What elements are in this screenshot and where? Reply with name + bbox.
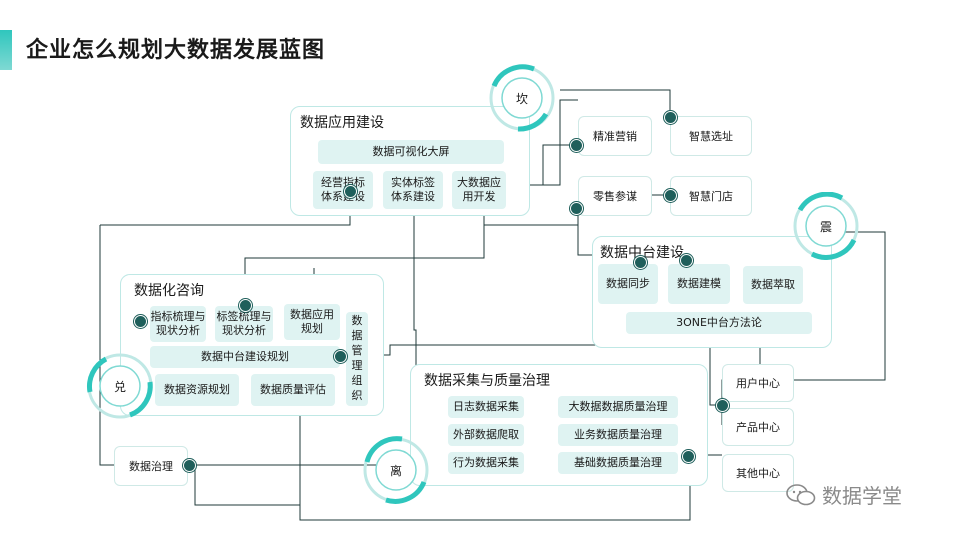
behavior-collect-box[interactable]: 行为数据采集 bbox=[448, 452, 524, 474]
app-plan-box[interactable]: 数据应用 规划 bbox=[284, 304, 340, 340]
data-sync-box[interactable]: 数据同步 bbox=[598, 264, 658, 304]
other-center-box[interactable]: 其他中心 bbox=[722, 454, 794, 492]
wire-top-right bbox=[520, 99, 578, 186]
product-center-box[interactable]: 产品中心 bbox=[722, 408, 794, 446]
app-panel-title: 数据应用建设 bbox=[300, 115, 384, 131]
method-box[interactable]: 3ONE中台方法论 bbox=[626, 312, 812, 334]
bigdata-app-box[interactable]: 大数据应 用开发 bbox=[452, 171, 506, 209]
connector-dot bbox=[183, 459, 196, 472]
site-selection-box[interactable]: 智慧选址 bbox=[670, 116, 752, 156]
retail-advisor-box[interactable]: 零售参谋 bbox=[578, 176, 652, 216]
ring-dui: 兑 bbox=[86, 352, 154, 420]
connector-dot bbox=[716, 399, 729, 412]
connector-dot bbox=[570, 139, 583, 152]
resource-plan-box[interactable]: 数据资源规划 bbox=[155, 374, 239, 406]
ring-li-graphic bbox=[363, 436, 429, 504]
wire-marketing bbox=[528, 144, 578, 186]
ring-zhen-graphic bbox=[793, 191, 859, 260]
ring-zhen: 震 bbox=[792, 191, 860, 260]
data-governance-box[interactable]: 数据治理 bbox=[114, 446, 188, 486]
connector-dot bbox=[570, 202, 583, 215]
data-org-char: 管 bbox=[351, 344, 363, 358]
log-collect-box[interactable]: 日志数据采集 bbox=[448, 396, 524, 418]
connector-dot bbox=[334, 350, 347, 363]
connector-dot bbox=[682, 450, 695, 463]
external-crawl-box[interactable]: 外部数据爬取 bbox=[448, 424, 524, 446]
user-center-box[interactable]: 用户中心 bbox=[722, 364, 794, 402]
data-org-box[interactable]: 数 据 管 理 组 织 bbox=[346, 312, 368, 406]
connector-dot bbox=[239, 299, 252, 312]
quality-assess-box[interactable]: 数据质量评估 bbox=[251, 374, 335, 406]
ring-kan-graphic bbox=[489, 64, 555, 132]
data-org-char: 织 bbox=[351, 388, 363, 402]
data-org-char: 据 bbox=[351, 329, 363, 343]
connector-dot bbox=[680, 254, 693, 267]
ring-li-label: 离 bbox=[389, 463, 402, 478]
indicator-analysis-box[interactable]: 指标梳理与 现状分析 bbox=[150, 306, 206, 342]
title-accent-bar bbox=[0, 30, 12, 70]
tag-analysis-box[interactable]: 标签梳理与 现状分析 bbox=[215, 306, 273, 342]
wire-governance bbox=[194, 420, 301, 506]
ring-kan-label: 坎 bbox=[515, 91, 528, 106]
ring-dui-graphic bbox=[87, 353, 153, 419]
connector-dot bbox=[634, 256, 647, 269]
data-model-box[interactable]: 数据建模 bbox=[668, 264, 730, 304]
business-quality-box[interactable]: 业务数据质量治理 bbox=[558, 424, 678, 446]
tag-system-box[interactable]: 实体标签 体系建设 bbox=[383, 171, 443, 209]
smart-store-box[interactable]: 智慧门店 bbox=[670, 176, 752, 216]
data-org-char: 数 bbox=[351, 314, 363, 328]
data-extract-box[interactable]: 数据萃取 bbox=[743, 266, 803, 304]
data-org-char: 理 bbox=[351, 359, 363, 372]
consult-panel-title: 数据化咨询 bbox=[134, 283, 204, 299]
platform-panel-title: 数据中台建设 bbox=[600, 245, 684, 261]
data-org-char: 组 bbox=[351, 373, 363, 387]
wire-tag bbox=[413, 195, 417, 365]
connector-dot bbox=[344, 185, 357, 198]
wire-site bbox=[560, 89, 671, 118]
connector-dot bbox=[664, 111, 677, 124]
basic-quality-box[interactable]: 基础数据质量治理 bbox=[558, 452, 678, 474]
brand-name: 数据学堂 bbox=[822, 484, 902, 508]
ring-kan: 坎 bbox=[488, 64, 556, 132]
ring-dui-label: 兑 bbox=[113, 379, 126, 394]
wechat-icon bbox=[786, 483, 816, 505]
platform-plan-box[interactable]: 数据中台建设规划 bbox=[150, 346, 340, 368]
visualization-screen-box[interactable]: 数据可视化大屏 bbox=[318, 140, 504, 164]
kpi-system-box[interactable]: 经营指标 体系建设 bbox=[313, 171, 373, 209]
ring-zhen-label: 震 bbox=[819, 219, 832, 234]
connector-dot bbox=[134, 315, 147, 328]
collect-panel-title: 数据采集与质量治理 bbox=[424, 373, 550, 389]
marketing-box[interactable]: 精准营销 bbox=[578, 116, 652, 156]
page-title: 企业怎么规划大数据发展蓝图 bbox=[26, 38, 326, 63]
ring-li: 离 bbox=[362, 436, 430, 504]
connector-dot bbox=[664, 189, 677, 202]
bigdata-quality-box[interactable]: 大数据数据质量治理 bbox=[558, 396, 678, 418]
brand-watermark: 数据学堂 bbox=[786, 480, 902, 509]
